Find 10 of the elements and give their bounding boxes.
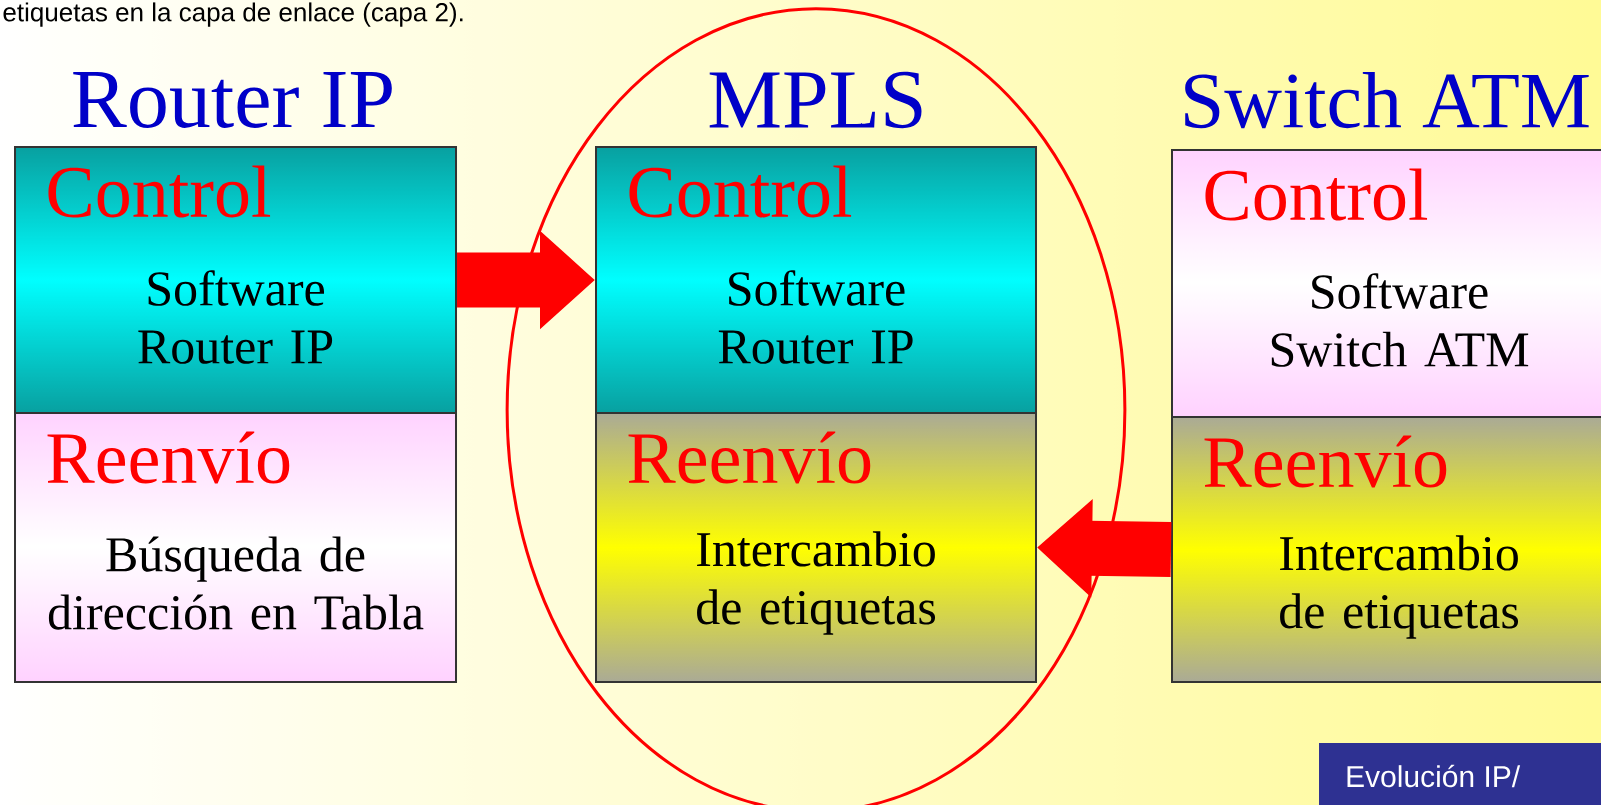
control-box: Control Software Router IP bbox=[595, 146, 1037, 414]
column-title: Router IP bbox=[73, 72, 392, 128]
forwarding-box: Reenvío Intercambio de etiquetas bbox=[1171, 416, 1601, 683]
column-title: Switch ATM bbox=[1185, 71, 1589, 129]
forwarding-box: Reenvío Intercambio de etiquetas bbox=[595, 412, 1037, 683]
forwarding-box: Reenvío Búsqueda de dirección en Tabla bbox=[14, 412, 457, 683]
control-box: Control Software Router IP bbox=[14, 146, 457, 414]
top-text: etiquetas en la capa de enlace (capa 2). bbox=[3, 2, 463, 27]
control-box: Control Software Switch ATM bbox=[1171, 149, 1601, 418]
footer-bar: Evolución IP/ bbox=[1319, 743, 1601, 805]
